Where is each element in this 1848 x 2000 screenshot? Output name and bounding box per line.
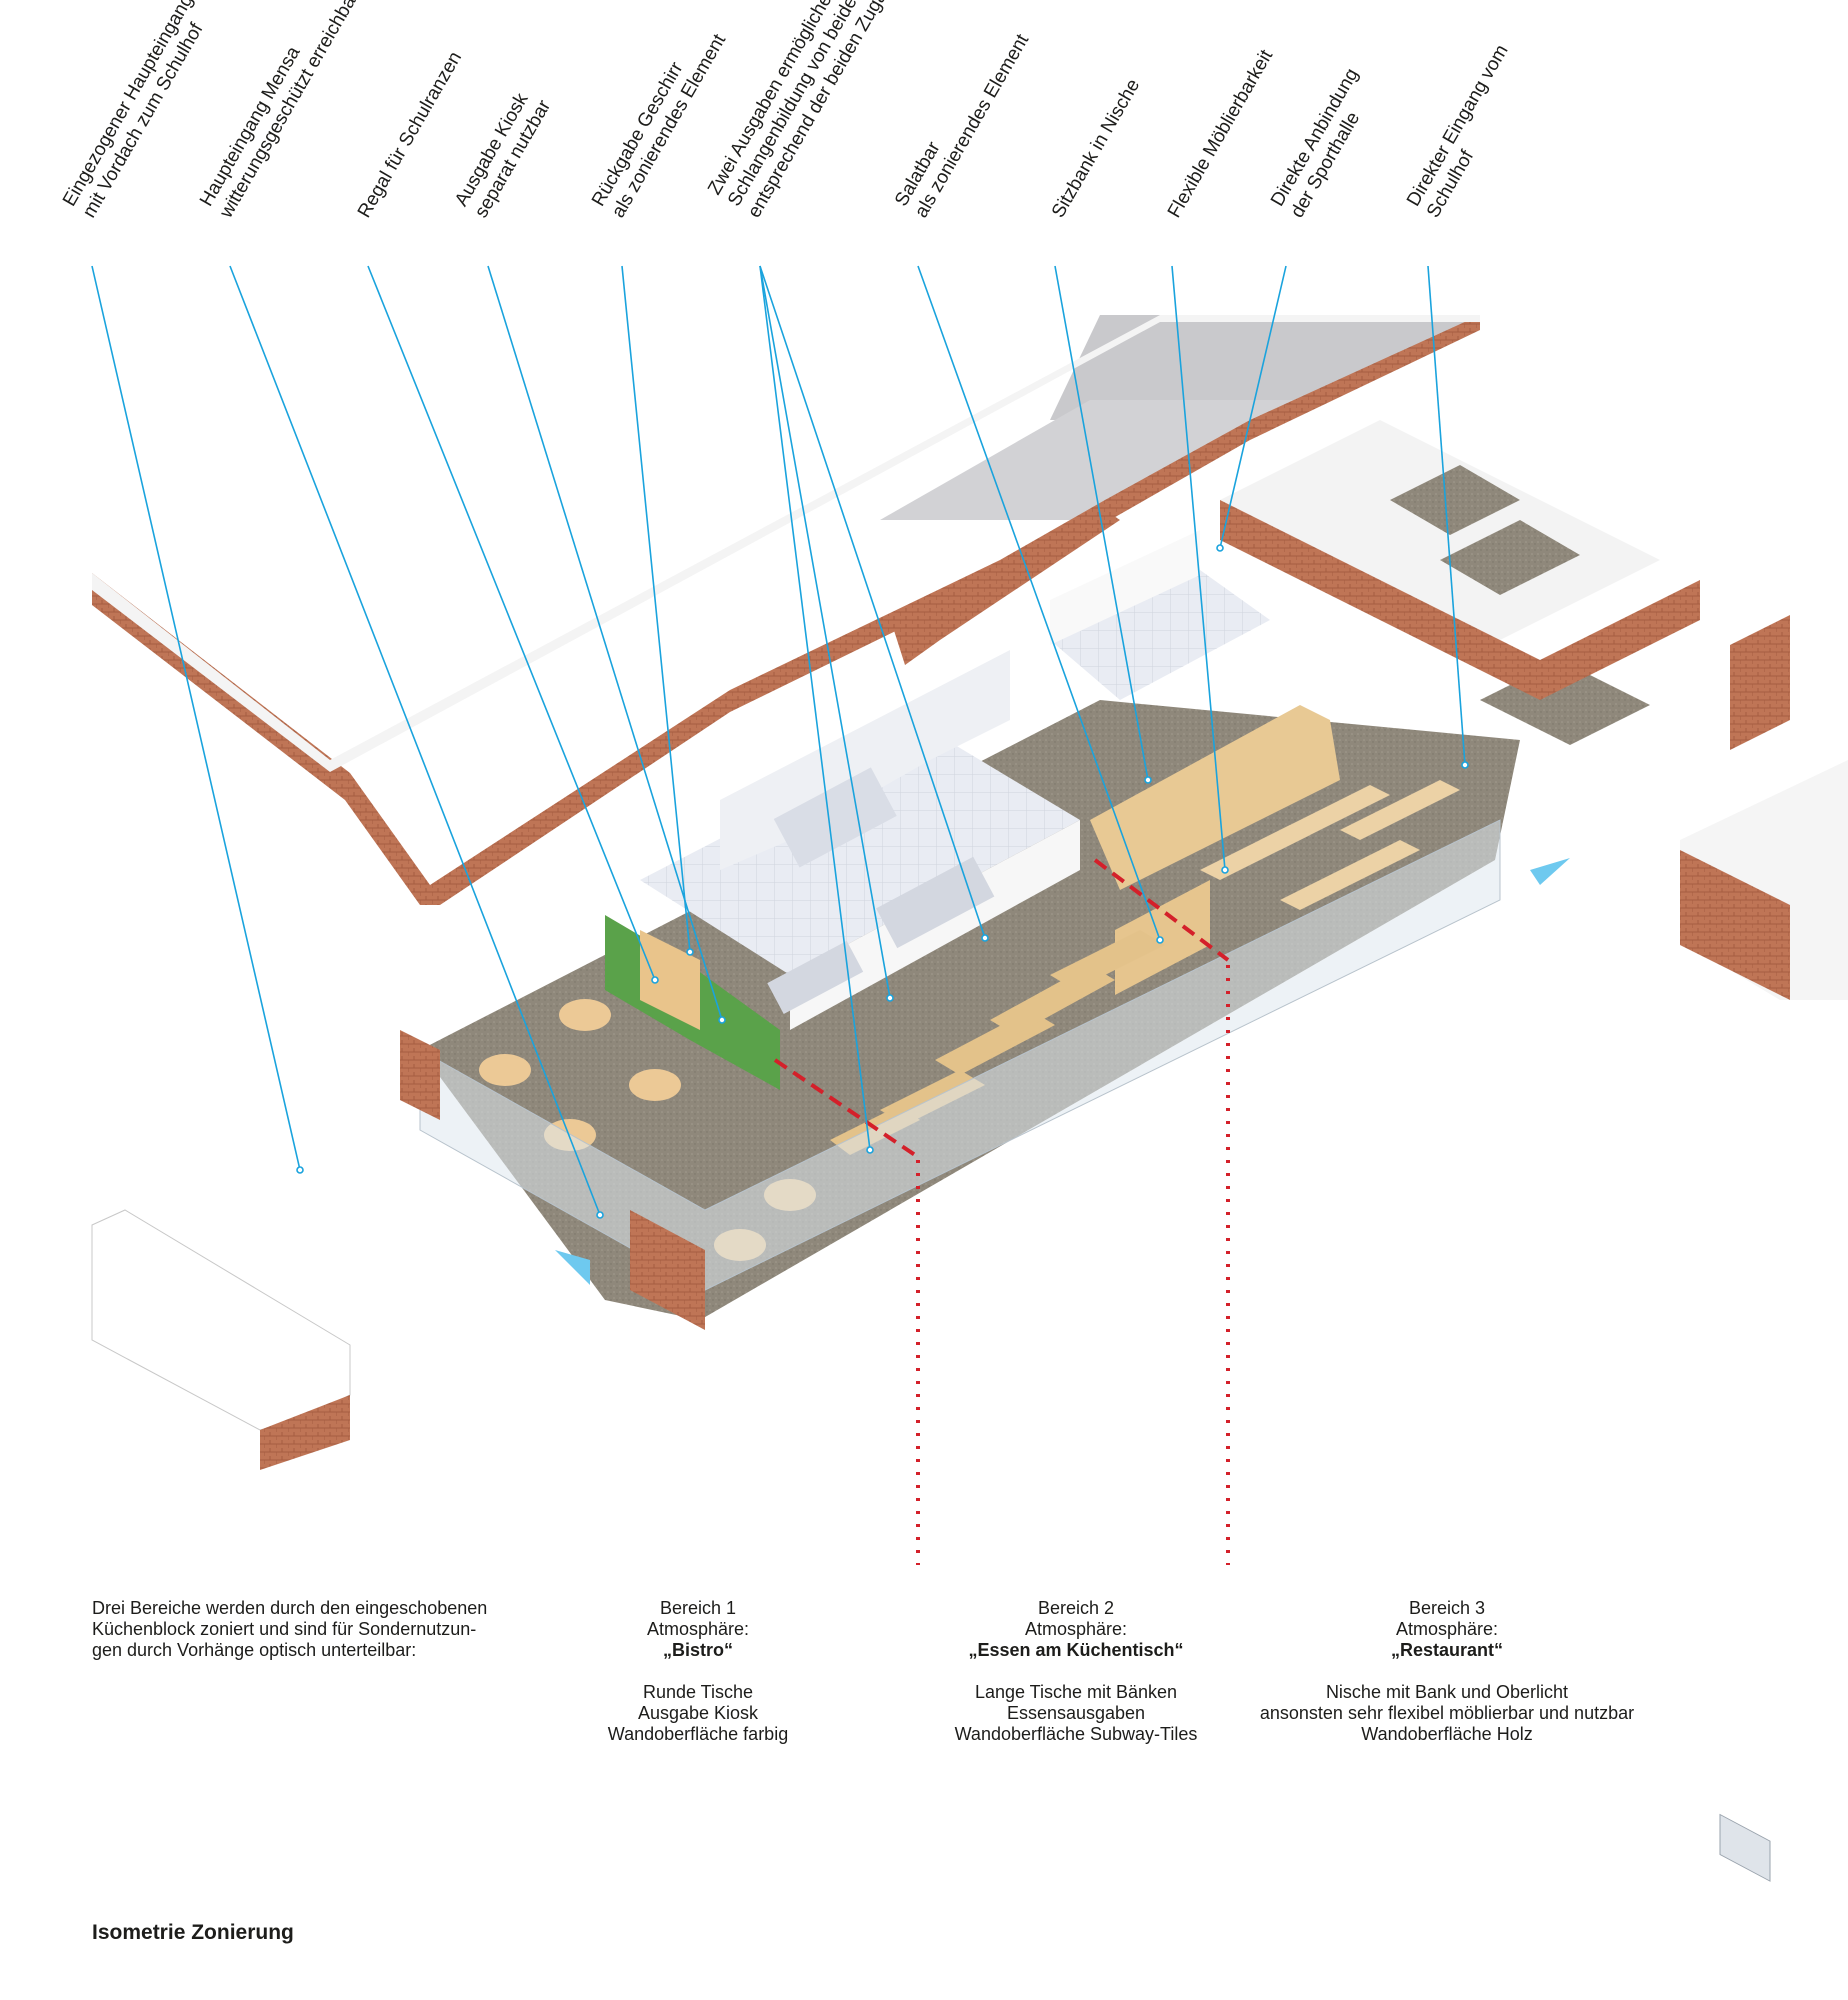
zone-2-item: Wandoberfläche Subway-Tiles (954, 1724, 1198, 1744)
callout-dot (1216, 544, 1224, 552)
zone-1-item: Runde Tische (642, 1682, 754, 1702)
callout-leader-line (91, 265, 301, 1171)
callout-leader-line (621, 265, 691, 953)
zone-3-atmo: Atmosphäre: (1395, 1619, 1499, 1639)
brick-wall-bottom (260, 1395, 350, 1470)
zone-3-name: „Restaurant“ (1390, 1640, 1504, 1660)
callout-leader-line (487, 265, 723, 1021)
shelf-ranzen (640, 930, 700, 1030)
right-building-wall (1680, 850, 1790, 1000)
washroom-floor (1050, 570, 1270, 700)
brick-pillar-left (400, 1030, 440, 1120)
toilet-room-2 (1440, 520, 1580, 595)
callout-dot (886, 994, 894, 1002)
callout-leader-line (759, 265, 891, 999)
outdoor-path (1050, 315, 1480, 420)
toilet-block-wall (1220, 500, 1700, 700)
kitchen-equipment-1 (773, 767, 897, 868)
zone-1-item: Wandoberfläche farbig (607, 1724, 789, 1744)
callout-dot (1221, 866, 1229, 874)
zone-3-item: Nische mit Bank und Oberlicht (1325, 1682, 1569, 1702)
callout-leader-line (1427, 265, 1466, 766)
zone-3-item: Wandoberfläche Holz (1361, 1724, 1533, 1744)
zone-3-title: Bereich 3 (1408, 1598, 1486, 1618)
entrance-arrow-left (555, 1250, 590, 1285)
intro-line-3: gen durch Vorhänge optisch unterteilbar: (92, 1640, 417, 1660)
callout-lines (91, 265, 1469, 1219)
kitchen-floor (640, 730, 1080, 975)
restaurant-tables (1200, 780, 1460, 910)
callout-leader-line (759, 265, 986, 939)
brick-bench (890, 510, 1120, 665)
canopy (91, 1209, 351, 1431)
footer-title: Isometrie Zonierung (92, 1921, 294, 1944)
wood-niche (1090, 705, 1340, 890)
right-building-window (1719, 1813, 1771, 1882)
callout-dot (866, 1146, 874, 1154)
zone-1-name: „Bistro“ (662, 1640, 733, 1660)
zone-1-title: Bereich 1 (659, 1598, 737, 1618)
callout-leader-line (229, 265, 601, 1216)
callout-leader-line (1171, 265, 1226, 871)
intro-line-1: Drei Bereiche werden durch den eingescho… (92, 1598, 488, 1618)
callout-dot (1461, 761, 1469, 769)
zone-2-item: Lange Tische mit Bänken (974, 1682, 1178, 1702)
zone-1-atmo: Atmosphäre: (646, 1619, 750, 1639)
entrance-arrow-right (1530, 858, 1570, 885)
intro-line-2: Küchenblock zoniert und sind für Sondern… (92, 1619, 477, 1639)
callout-dot (1156, 936, 1164, 944)
washroom-wall (1050, 530, 1200, 645)
zone-2: Bereich 2 Atmosphäre: „Essen am Küchenti… (866, 1598, 1286, 1745)
callout-leader-line (759, 265, 871, 1151)
brick-pillar-entrance (630, 1210, 705, 1330)
callout-dot (596, 1211, 604, 1219)
zone-dividers (773, 858, 1230, 1565)
zone-2-name: „Essen am Küchentisch“ (968, 1640, 1184, 1660)
zone-2-item: Essensausgaben (1006, 1703, 1146, 1723)
zone-3: Bereich 3 Atmosphäre: „Restaurant“ Nisch… (1237, 1598, 1657, 1745)
callout-leader-line (917, 265, 1161, 941)
callout-leader-line (367, 265, 656, 981)
callout-dot (718, 1016, 726, 1024)
intro-text: Drei Bereiche werden durch den eingescho… (92, 1598, 512, 1661)
zone-2-title: Bereich 2 (1037, 1598, 1115, 1618)
callout-dot (651, 976, 659, 984)
callout-leader-line (1219, 265, 1287, 549)
brick-pillar-right (1730, 615, 1790, 750)
toilet-block-floor (1220, 420, 1660, 640)
zone-3-item: ansonsten sehr flexibel möblierbar und n… (1259, 1703, 1635, 1723)
zone-1: Bereich 1 Atmosphäre: „Bistro“ Runde Tis… (488, 1598, 908, 1745)
glass-facade (419, 819, 1501, 1291)
callout-dot (296, 1166, 304, 1174)
callout-dot (981, 934, 989, 942)
callout-dot (1144, 776, 1152, 784)
zone-1-item: Ausgabe Kiosk (637, 1703, 759, 1723)
zone-2-atmo: Atmosphäre: (1024, 1619, 1128, 1639)
toilet-room-1 (1390, 465, 1520, 535)
kitchen-equipment-3 (767, 940, 864, 1015)
callout-dot (686, 948, 694, 956)
callout-leader-line (1054, 265, 1149, 781)
